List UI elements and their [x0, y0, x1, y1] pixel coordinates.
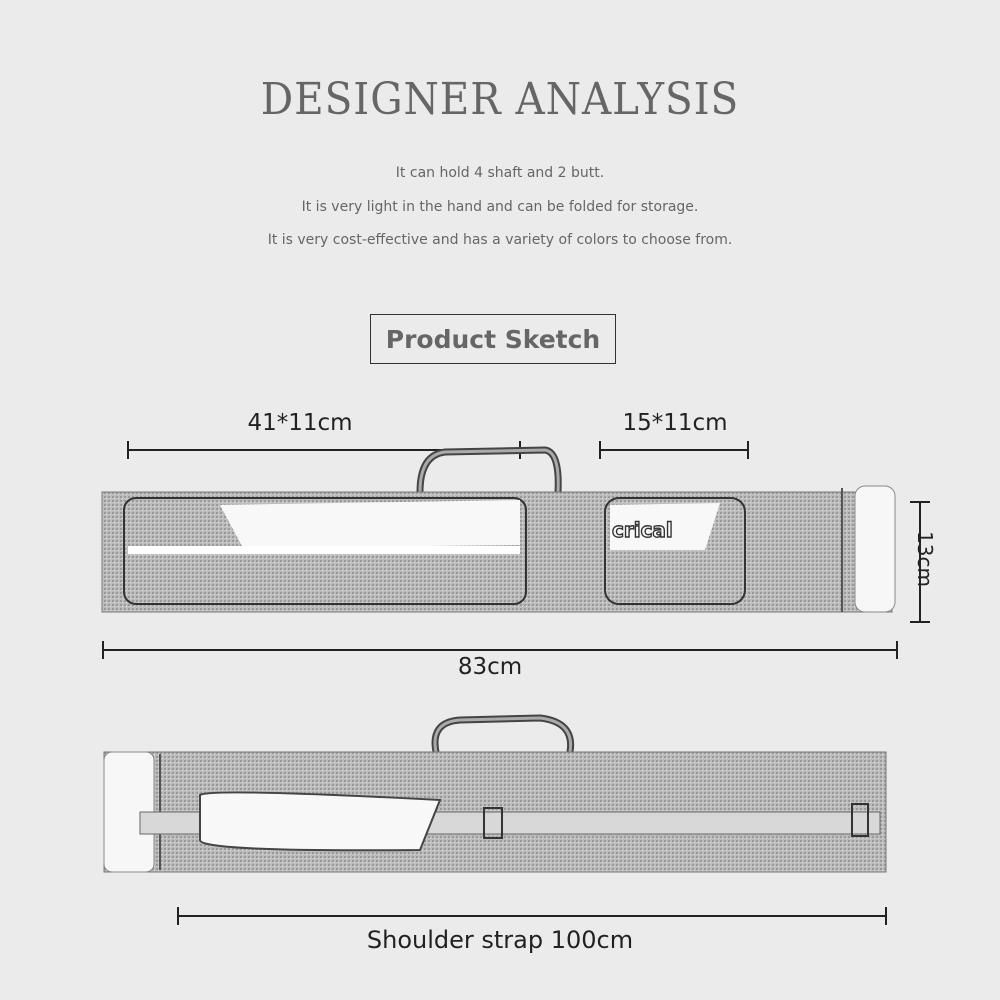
- length-dimension: 83cm: [457, 654, 523, 680]
- case-front-view: crical: [101, 446, 896, 613]
- small-pocket-dimension: 15*11cm: [622, 410, 728, 436]
- product-sketch-label: Product Sketch: [370, 314, 616, 364]
- dimension-line-small-pocket: [599, 441, 749, 459]
- page-title: DESIGNER ANALYSIS: [260, 74, 740, 125]
- dimension-line-length: [102, 641, 898, 659]
- feature-line: It is very light in the hand and can be …: [301, 199, 699, 215]
- dimension-line-height: [910, 501, 930, 623]
- feature-line: It can hold 4 shaft and 2 butt.: [395, 165, 605, 181]
- feature-line: It is very cost-effective and has a vari…: [267, 232, 733, 248]
- brand-logo: crical: [612, 518, 673, 542]
- dimension-line-strap: [177, 907, 887, 925]
- case-back-view: [103, 714, 887, 873]
- height-dimension: 13cm: [913, 531, 937, 587]
- large-pocket-dimension: 41*11cm: [247, 410, 353, 436]
- strap-dimension: Shoulder strap 100cm: [366, 926, 634, 954]
